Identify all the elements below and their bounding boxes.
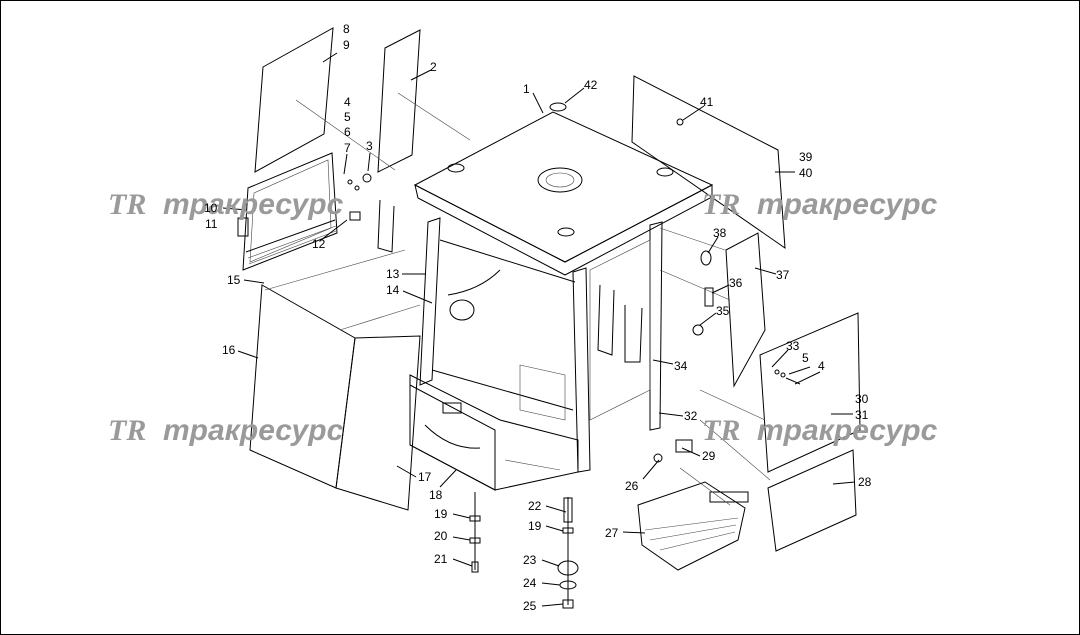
callout-12: 12 xyxy=(312,237,326,251)
callout-3: 3 xyxy=(366,139,373,153)
callout-24: 24 xyxy=(523,576,537,590)
watermark-logo: TR xyxy=(702,414,740,447)
callout-33: 33 xyxy=(786,339,800,353)
callout-19: 19 xyxy=(528,519,542,533)
glass-panel-28 xyxy=(767,449,857,552)
callout-14: 14 xyxy=(386,283,400,297)
callout-26: 26 xyxy=(625,479,639,493)
callout-35: 35 xyxy=(716,304,730,318)
watermark-text: тракресурс xyxy=(163,188,344,221)
callout-32: 32 xyxy=(684,409,698,423)
callout-34: 34 xyxy=(674,359,688,373)
callout-41: 41 xyxy=(700,95,714,109)
glass-panel-17 xyxy=(335,335,421,511)
callout-38: 38 xyxy=(713,226,727,240)
callout-27: 27 xyxy=(605,526,619,540)
callout-4: 4 xyxy=(344,95,351,109)
callout-15: 15 xyxy=(227,273,241,287)
glass-panel-37 xyxy=(725,232,766,388)
callout-25: 25 xyxy=(523,599,537,613)
callout-11: 11 xyxy=(205,217,218,231)
glass-panel-30-31 xyxy=(759,312,861,473)
callout-37: 37 xyxy=(776,268,790,282)
callout-36: 36 xyxy=(729,276,743,290)
callout-31: 31 xyxy=(855,408,869,422)
callout-7: 7 xyxy=(344,141,351,155)
callout-42: 42 xyxy=(584,78,598,92)
callout-1: 1 xyxy=(523,82,530,96)
callout-10: 10 xyxy=(204,201,218,215)
callout-20: 20 xyxy=(434,529,448,543)
mount-hardware-left xyxy=(469,492,481,573)
callout-40: 40 xyxy=(799,166,813,180)
callout-19: 19 xyxy=(434,507,448,521)
cab-frame xyxy=(377,199,663,491)
glass-panel-8-9 xyxy=(254,27,334,173)
watermark-text: тракресурс xyxy=(757,188,938,221)
callout-5: 5 xyxy=(802,351,809,365)
watermark-text: тракресурс xyxy=(163,414,344,447)
callout-22: 22 xyxy=(528,499,542,513)
assembly-lines xyxy=(264,92,771,506)
callout-8: 8 xyxy=(343,22,350,36)
watermark-logo: TR xyxy=(108,414,146,447)
seat-box-27 xyxy=(637,481,749,571)
callout-23: 23 xyxy=(523,553,537,567)
callout-39: 39 xyxy=(799,150,813,164)
watermark-text: тракресурс xyxy=(757,414,938,447)
callout-29: 29 xyxy=(702,449,716,463)
callout-2: 2 xyxy=(430,60,437,74)
glass-panel-16 xyxy=(249,284,356,489)
glass-panel-2 xyxy=(377,29,421,173)
callout-9: 9 xyxy=(343,38,350,52)
callout-16: 16 xyxy=(222,343,236,357)
callout-4: 4 xyxy=(818,359,825,373)
mount-hardware-right xyxy=(557,497,579,609)
callout-30: 30 xyxy=(855,392,869,406)
watermark: TR тракресурс TR тракресурс TR тракресур… xyxy=(108,188,938,447)
callout-labels: 1 2 3 4 5 6 7 8 9 10 11 12 13 14 15 16 1… xyxy=(204,22,872,613)
callout-13: 13 xyxy=(386,267,400,281)
callout-5: 5 xyxy=(344,110,351,124)
leader-lines xyxy=(222,52,856,607)
glass-panel-39-40 xyxy=(631,75,786,250)
small-fittings xyxy=(347,118,801,463)
roof-panel-1 xyxy=(413,102,714,276)
door-panel-10-11 xyxy=(237,152,338,271)
callout-21: 21 xyxy=(434,552,448,566)
callout-28: 28 xyxy=(858,475,872,489)
watermark-logo: TR xyxy=(702,188,740,221)
callout-17: 17 xyxy=(418,470,432,484)
callout-18: 18 xyxy=(429,488,443,502)
watermark-logo: TR xyxy=(108,188,146,221)
callout-6: 6 xyxy=(344,125,351,139)
